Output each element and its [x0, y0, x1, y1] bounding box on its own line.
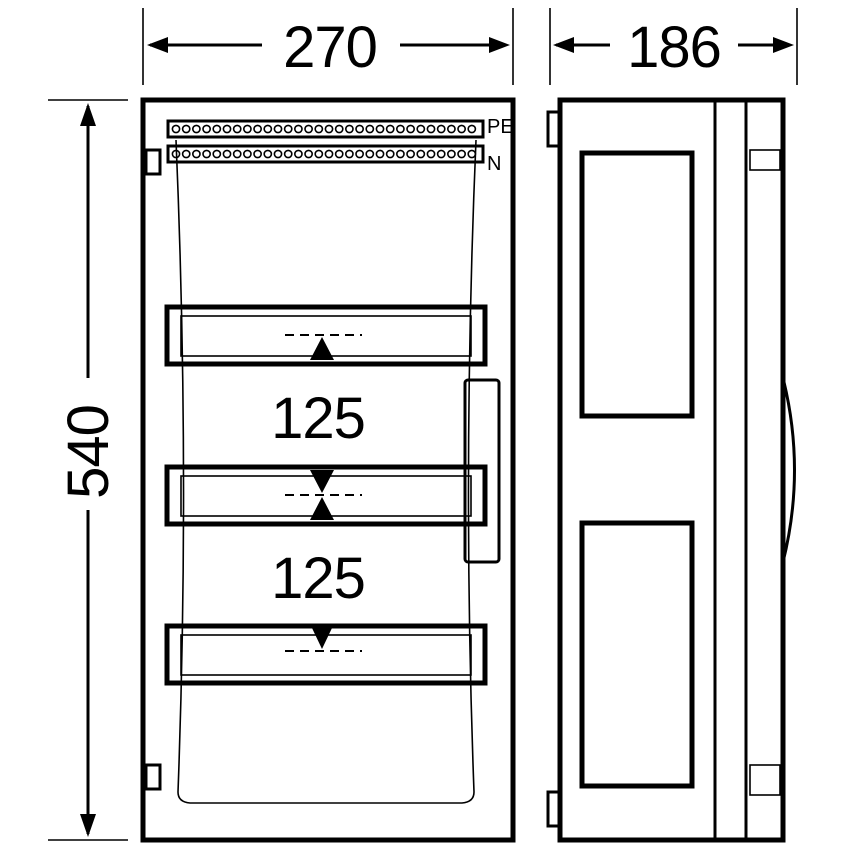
pe-terminal-hole [273, 124, 283, 134]
n-terminal-hole [304, 149, 313, 159]
spacing-arrow-up-1 [310, 337, 334, 360]
side-enclosure-outline [557, 97, 786, 843]
side-latch-top [749, 149, 781, 171]
pe-terminal-hole [467, 124, 477, 134]
height-dimension: 540 [48, 99, 128, 841]
n-terminal-hole [334, 149, 344, 159]
n-terminal-hole [406, 149, 415, 159]
pe-terminal-hole [436, 124, 446, 134]
n-terminal-hole [202, 149, 211, 159]
n-terminal-strip [166, 144, 485, 164]
n-terminal-hole [355, 149, 364, 159]
pe-terminal-hole [232, 124, 242, 134]
front-enclosure-outline [140, 97, 516, 843]
pe-terminal-hole [446, 124, 456, 134]
side-latch-bottom [749, 764, 781, 796]
side-window-lower [579, 520, 695, 789]
rail-spacing-lower-label: 125 [271, 546, 365, 611]
hinge-top [144, 148, 162, 176]
depth-label: 186 [627, 15, 721, 80]
n-terminal-hole [293, 149, 303, 159]
n-terminal-hole [232, 149, 242, 159]
n-terminal-hole [436, 149, 446, 159]
pe-terminal-hole [365, 124, 375, 134]
n-terminal-hole [446, 149, 456, 159]
pe-terminal-hole [406, 124, 415, 134]
rail-spacing-upper-label: 125 [271, 386, 365, 451]
pe-terminal-hole [324, 124, 334, 134]
pe-terminal-hole [212, 124, 222, 134]
n-terminal-hole [171, 149, 181, 159]
pe-terminal-hole [416, 124, 426, 134]
n-terminal-hole [365, 149, 375, 159]
hinge-bottom [144, 763, 162, 791]
spacing-arrow-down-2 [312, 628, 332, 649]
width-label: 270 [283, 15, 377, 80]
pe-terminal-strip [166, 119, 485, 139]
pe-terminal-hole [375, 124, 385, 134]
n-terminal-hole [212, 149, 222, 159]
spacing-arrow-up-2 [310, 497, 334, 520]
inner-cover-outline [175, 139, 477, 804]
n-terminal-hole [253, 149, 262, 159]
pe-terminal-hole [385, 124, 395, 134]
front-view: PE N 125 125 [140, 97, 516, 843]
side-handle [781, 377, 796, 563]
pe-terminal-hole [181, 124, 191, 134]
pe-label: PE [487, 116, 514, 138]
side-view [546, 97, 796, 843]
pe-terminal-hole [202, 124, 211, 134]
pe-terminal-hole [395, 124, 405, 134]
width-dimension: 270 [142, 8, 514, 85]
n-label: N [487, 153, 501, 175]
pe-terminal-hole [344, 124, 354, 134]
n-terminal-hole [222, 149, 232, 159]
side-hinge-top [546, 110, 562, 148]
pe-terminal-hole [426, 124, 436, 134]
n-terminal-hole [385, 149, 395, 159]
n-terminal-hole [375, 149, 385, 159]
side-window-upper [579, 150, 695, 419]
pe-terminal-hole [171, 124, 181, 134]
n-terminal-hole [263, 149, 273, 159]
pe-terminal-hole [304, 124, 313, 134]
n-terminal-hole [242, 149, 252, 159]
pe-terminal-hole [283, 124, 293, 134]
pe-terminal-hole [334, 124, 344, 134]
n-terminal-hole [457, 149, 466, 159]
n-terminal-hole [324, 149, 334, 159]
height-label: 540 [56, 405, 121, 499]
n-terminal-hole [395, 149, 405, 159]
n-terminal-hole [426, 149, 436, 159]
pe-terminal-hole [457, 124, 466, 134]
n-terminal-hole [283, 149, 293, 159]
pe-terminal-hole [222, 124, 232, 134]
pe-terminal-hole [355, 124, 364, 134]
pe-terminal-hole [191, 124, 201, 134]
pe-terminal-hole [314, 124, 324, 134]
n-terminal-hole [191, 149, 201, 159]
side-hinge-bottom [546, 790, 562, 828]
n-terminal-hole [416, 149, 426, 159]
n-terminal-hole [181, 149, 191, 159]
pe-terminal-hole [263, 124, 273, 134]
depth-dimension: 186 [549, 8, 798, 85]
door-handle-slot [463, 378, 501, 564]
n-terminal-hole [344, 149, 354, 159]
n-terminal-hole [467, 149, 477, 159]
pe-terminal-hole [293, 124, 303, 134]
n-terminal-hole [273, 149, 283, 159]
pe-terminal-hole [253, 124, 262, 134]
pe-terminal-hole [242, 124, 252, 134]
n-terminal-hole [314, 149, 324, 159]
spacing-arrow-down-1 [310, 470, 334, 493]
